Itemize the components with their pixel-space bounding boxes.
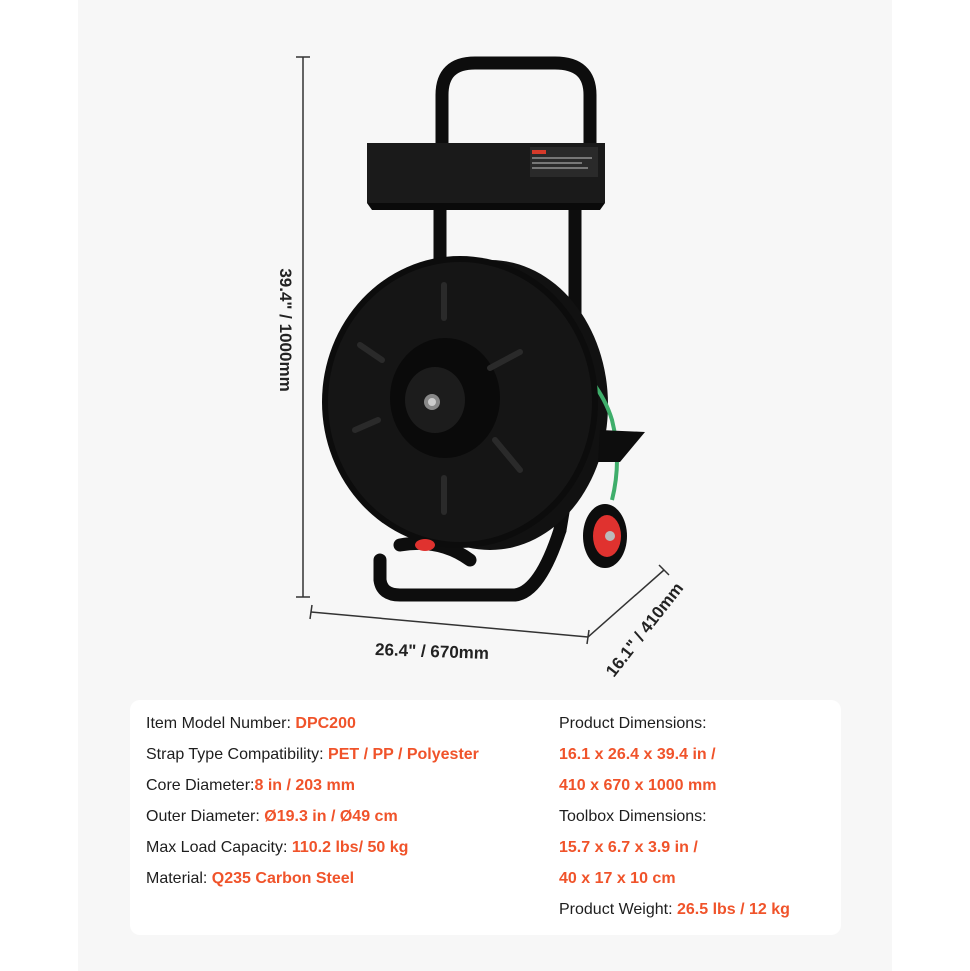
toolbox-dimensions-imperial: 15.7 x 6.7 x 3.9 in / (559, 839, 698, 856)
spec-outer-diameter: Outer Diameter: Ø19.3 in / Ø49 cm (146, 806, 398, 828)
spec-value: PET / PP / Polyester (328, 746, 479, 763)
spec-weight: Product Weight: 26.5 lbs / 12 kg (559, 899, 790, 921)
product-dimensions-metric: 410 x 670 x 1000 mm (559, 777, 717, 794)
spec-core-diameter: Core Diameter:8 in / 203 mm (146, 775, 355, 797)
toolbox-dimensions-metric: 40 x 17 x 10 cm (559, 870, 676, 887)
spec-label: Material: (146, 870, 212, 887)
spec-value: Ø19.3 in / Ø49 cm (264, 808, 398, 825)
spec-label: Strap Type Compatibility: (146, 746, 329, 763)
spec-label: Max Load Capacity: (146, 839, 292, 856)
spec-max-load: Max Load Capacity: 110.2 lbs/ 50 kg (146, 837, 408, 859)
toolbox-dimensions-label: Toolbox Dimensions: (559, 808, 707, 825)
wheel (415, 504, 627, 568)
toolbox (367, 143, 605, 210)
spec-value: DPC200 (295, 715, 356, 732)
reel (322, 256, 598, 548)
product-dimensions-imperial: 16.1 x 26.4 x 39.4 in / (559, 746, 716, 763)
spec-label: Item Model Number: (146, 715, 296, 732)
product-dimensions-label: Product Dimensions: (559, 715, 707, 732)
spec-card (130, 700, 841, 935)
spec-model: Item Model Number: DPC200 (146, 713, 356, 735)
dimension-lines (296, 56, 670, 645)
spec-label: Product Weight: (559, 901, 677, 918)
spec-value: Q235 Carbon Steel (211, 870, 355, 887)
spec-label: Core Diameter: (146, 777, 255, 794)
spec-material: Material: Q235 Carbon Steel (146, 868, 354, 890)
spec-value: 110.2 lbs/ 50 kg (291, 839, 409, 856)
spec-value: 8 in / 203 mm (254, 777, 355, 794)
height-dimension-label: 39.4" / 1000mm (276, 268, 295, 392)
spec-value: 26.5 lbs / 12 kg (676, 901, 790, 918)
width-dimension-label: 26.4" / 670mm (374, 640, 490, 663)
spec-label: Outer Diameter: (146, 808, 265, 825)
spec-strap-type: Strap Type Compatibility: PET / PP / Pol… (146, 744, 479, 766)
